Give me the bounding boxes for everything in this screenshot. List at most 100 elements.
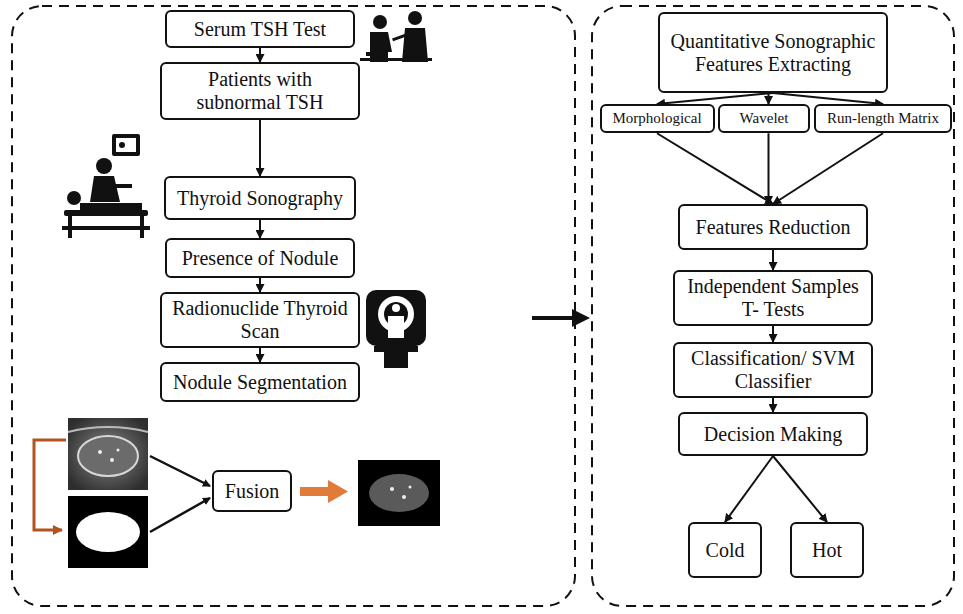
graphic-part bbox=[409, 486, 412, 489]
flow-arrow bbox=[725, 456, 773, 522]
box-label: Serum TSH Test bbox=[188, 18, 332, 41]
process-box: Morphological bbox=[600, 104, 715, 133]
flow-arrow bbox=[772, 398, 774, 412]
graphic-part bbox=[358, 460, 440, 526]
graphic-part bbox=[98, 450, 102, 454]
box-label: Presence of Nodule bbox=[176, 247, 345, 270]
flow-arrow bbox=[772, 326, 774, 342]
flow-arrow bbox=[259, 48, 261, 62]
graphic-part bbox=[388, 316, 404, 338]
process-box: Run-length Matrix bbox=[814, 104, 952, 133]
box-label: Features Reduction bbox=[690, 216, 857, 239]
process-box: Thyroid Sonography bbox=[164, 176, 356, 220]
flow-arrow bbox=[259, 278, 261, 292]
ultrasound-image bbox=[68, 418, 148, 490]
process-box: Fusion bbox=[212, 470, 292, 512]
box-label: Independent Samples T- Tests bbox=[675, 275, 871, 321]
process-box: Hot bbox=[790, 522, 864, 578]
process-box: Decision Making bbox=[678, 412, 868, 456]
graphic-part bbox=[572, 309, 590, 327]
graphic-part bbox=[532, 316, 574, 320]
flow-arrow bbox=[773, 93, 883, 104]
graphic-part bbox=[370, 32, 392, 62]
process-box: Nodule Segmentation bbox=[160, 362, 360, 402]
graphic-part bbox=[402, 28, 428, 62]
graphic-part bbox=[68, 418, 148, 490]
process-box: Quantitative Sonographic Features Extrac… bbox=[658, 12, 888, 93]
graphic-part bbox=[112, 134, 140, 156]
flow-arrow bbox=[657, 93, 773, 104]
graphic-part bbox=[96, 158, 112, 174]
right-panel bbox=[592, 6, 954, 606]
box-label: Cold bbox=[700, 539, 751, 562]
panel-arrow bbox=[532, 309, 590, 327]
process-box: Wavelet bbox=[718, 104, 810, 133]
sonography-icon bbox=[62, 134, 150, 238]
box-label: Patients with subnormal TSH bbox=[162, 68, 358, 114]
box-label: Hot bbox=[806, 539, 848, 562]
graphic-part bbox=[68, 427, 148, 432]
doctor-patient-icon bbox=[360, 11, 432, 62]
graphic-part bbox=[392, 34, 406, 42]
flow-arrow bbox=[772, 250, 774, 270]
graphic-part bbox=[119, 142, 125, 148]
graphic-part bbox=[384, 352, 408, 368]
flow-arrow bbox=[657, 133, 773, 204]
graphic-part bbox=[390, 487, 394, 491]
process-box: Independent Samples T- Tests bbox=[673, 270, 873, 326]
box-label: Radionuclide Thyroid Scan bbox=[162, 297, 358, 343]
process-box: Features Reduction bbox=[678, 204, 868, 250]
process-box: Patients with subnormal TSH bbox=[160, 62, 360, 120]
graphic-part bbox=[408, 11, 422, 25]
mask-arrow bbox=[34, 440, 66, 530]
image-arrow bbox=[150, 498, 210, 532]
left-panel bbox=[12, 6, 575, 606]
graphic-part bbox=[76, 512, 140, 552]
process-box: Serum TSH Test bbox=[165, 10, 355, 48]
flow-arrow bbox=[768, 93, 770, 104]
graphic-part bbox=[374, 346, 418, 352]
box-label: Morphological bbox=[606, 110, 707, 127]
process-box: Cold bbox=[688, 522, 762, 578]
box-label: Decision Making bbox=[698, 423, 848, 446]
fusion-output-arrow bbox=[300, 480, 348, 503]
box-label: Thyroid Sonography bbox=[171, 187, 349, 210]
flow-arrow bbox=[773, 456, 827, 522]
graphic-part bbox=[68, 496, 148, 568]
graphic-part bbox=[67, 191, 81, 205]
process-box: Classification/ SVM Classifier bbox=[673, 342, 873, 398]
graphic-part bbox=[366, 52, 380, 56]
flow-arrow bbox=[773, 133, 883, 204]
graphic-part bbox=[116, 138, 136, 152]
graphic-part bbox=[373, 15, 387, 29]
image-arrow bbox=[150, 456, 210, 486]
graphic-part bbox=[402, 495, 406, 499]
graphic-part bbox=[300, 487, 330, 496]
graphic-part bbox=[110, 458, 114, 462]
graphic-part bbox=[112, 184, 132, 188]
graphic-part bbox=[366, 290, 426, 346]
graphic-part bbox=[80, 203, 142, 211]
graphic-part bbox=[328, 480, 348, 503]
box-label: Run-length Matrix bbox=[821, 110, 945, 127]
box-label: Wavelet bbox=[734, 110, 795, 127]
graphic-part bbox=[117, 449, 120, 452]
flow-arrow bbox=[259, 220, 261, 238]
graphic-part bbox=[360, 58, 432, 61]
process-box: Radionuclide Thyroid Scan bbox=[160, 292, 360, 348]
flow-arrow bbox=[259, 120, 261, 176]
mask-image bbox=[68, 496, 148, 568]
graphic-part bbox=[90, 176, 120, 202]
graphic-part bbox=[64, 210, 148, 216]
graphic-part bbox=[392, 304, 400, 312]
graphic-part bbox=[78, 436, 138, 476]
process-box: Presence of Nodule bbox=[165, 238, 355, 278]
box-label: Fusion bbox=[219, 480, 285, 503]
flow-arrow bbox=[768, 133, 770, 204]
graphic-part bbox=[62, 226, 150, 230]
box-label: Classification/ SVM Classifier bbox=[675, 347, 871, 393]
graphic-part bbox=[369, 474, 429, 512]
box-label: Nodule Segmentation bbox=[167, 371, 353, 394]
scanner-icon bbox=[366, 290, 426, 368]
